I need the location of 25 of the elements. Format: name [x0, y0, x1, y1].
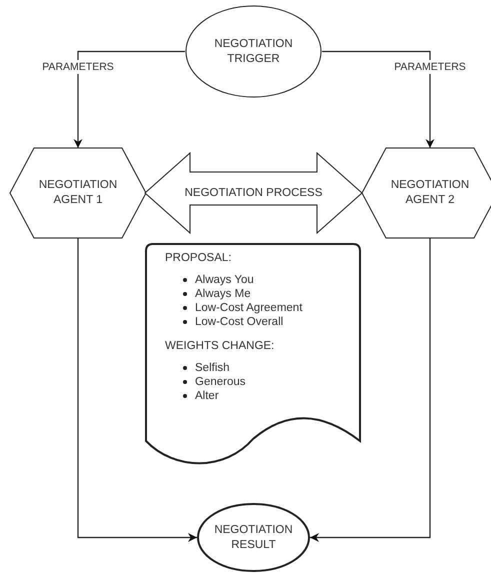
- edge-label: PARAMETERS: [40, 60, 116, 74]
- connector-arrow: [77, 238, 197, 542]
- node-label: NEGOTIATION RESULT: [213, 522, 294, 552]
- list-item: Selfish: [195, 361, 230, 375]
- node-label: NEGOTIATION AGENT 2: [390, 178, 470, 208]
- connector-arrow: [322, 50, 434, 148]
- list-item: Low-Cost Overall: [195, 315, 284, 329]
- ellipse-node: [197, 503, 310, 572]
- node-label: NEGOTIATION PROCESS: [184, 186, 322, 200]
- connector-arrow: [310, 238, 431, 542]
- node-label: NEGOTIATION AGENT 1: [38, 178, 118, 208]
- list-item: Alter: [195, 389, 219, 403]
- list-item: Low-Cost Agreement: [195, 301, 302, 315]
- list-item: Always Me: [195, 287, 251, 301]
- edge-label: PARAMETERS: [392, 60, 468, 74]
- hexagon-node: [10, 148, 146, 238]
- section-heading: WEIGHTS CHANGE:: [165, 339, 276, 353]
- list-item: Generous: [195, 375, 246, 389]
- ellipse-node: [185, 5, 322, 98]
- hexagon-node: [362, 148, 491, 238]
- node-label: NEGOTIATION TRIGGER: [213, 36, 294, 66]
- list-item: Always You: [195, 273, 254, 287]
- double-arrow-shape: [145, 153, 362, 233]
- section-heading: PROPOSAL:: [165, 251, 232, 265]
- connector-arrow: [74, 50, 185, 148]
